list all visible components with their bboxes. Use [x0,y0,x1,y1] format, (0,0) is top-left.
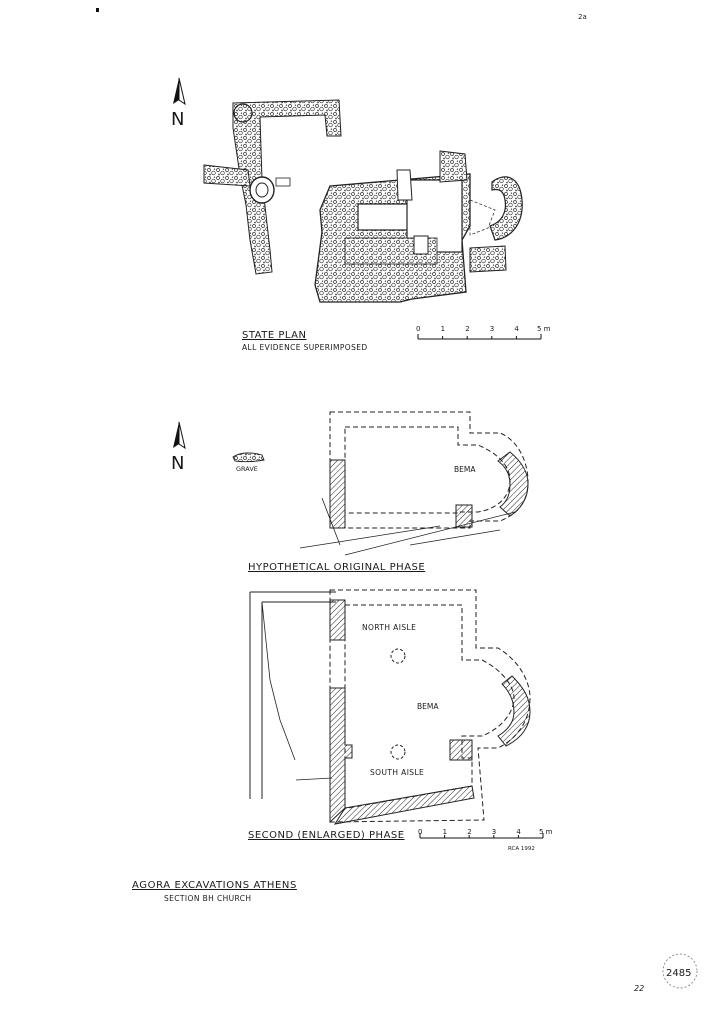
scale-tick-top: 0 [416,325,420,333]
original-apse-fragment [497,451,529,517]
second-bema-pier-fragment [449,739,473,761]
original-phase-foundation-lines [299,497,516,556]
scale-tick-bottom: 5 m [539,828,553,836]
scale-tick-bottom: 3 [492,828,496,836]
drafter-credit: RCA 1992 [508,846,535,852]
north-column-base [390,648,406,664]
second-south-wall-fragment [333,785,475,825]
page-number: 22 [634,984,644,993]
second-west-wall-fragment [329,687,353,824]
scale-bar-top: 0 1 2 3 4 5 m [416,325,551,340]
north-letter-middle: N [171,453,184,474]
scale-bar-bottom: 0 1 2 3 4 5 m [418,828,553,839]
scale-tick-bottom: 1 [443,828,447,836]
scale-tick-top: 5 m [537,325,551,333]
sheet-title: AGORA EXCAVATIONS ATHENS [132,880,297,891]
stamp-number: 2485 [666,968,691,979]
original-north-wall-fragment [329,459,346,529]
north-aisle-label: NORTH AISLE [362,623,416,632]
scale-tick-bottom: 4 [516,828,521,836]
grave-label: GRAVE [236,465,258,473]
north-arrow-top: N [171,77,186,130]
sheet-subtitle: SECTION BH CHURCH [164,894,251,903]
north-arrow-middle: N [171,421,186,474]
grave-symbol [232,452,265,463]
corner-dot [96,8,99,12]
original-phase-title: HYPOTHETICAL ORIGINAL PHASE [248,562,425,573]
scale-tick-top: 2 [465,325,469,333]
second-apse-fragment [497,675,531,747]
scale-tick-top: 4 [514,325,519,333]
second-phase-title: SECOND (ENLARGED) PHASE [248,830,405,841]
archive-stamp: 2485 [662,953,698,989]
second-phase-foundation-line [295,777,333,781]
scale-tick-top: 1 [441,325,445,333]
original-phase-plan [329,411,529,529]
state-plan-subtitle: ALL EVIDENCE SUPERIMPOSED [242,343,368,352]
south-column-base [390,744,406,760]
south-aisle-label: SOUTH AISLE [370,768,424,777]
north-letter-top: N [171,109,184,130]
second-north-wall-fragment [329,599,346,641]
state-plan-title: STATE PLAN [242,330,307,341]
original-bema-label: BEMA [454,465,476,474]
scale-tick-top: 3 [490,325,494,333]
state-plan-drawing [203,99,523,303]
original-east-wall-fragment [455,504,473,528]
scale-tick-bottom: 2 [467,828,471,836]
scale-tick-bottom: 0 [418,828,422,836]
corner-mark: 2a [578,13,587,21]
second-bema-label: BEMA [417,702,439,711]
